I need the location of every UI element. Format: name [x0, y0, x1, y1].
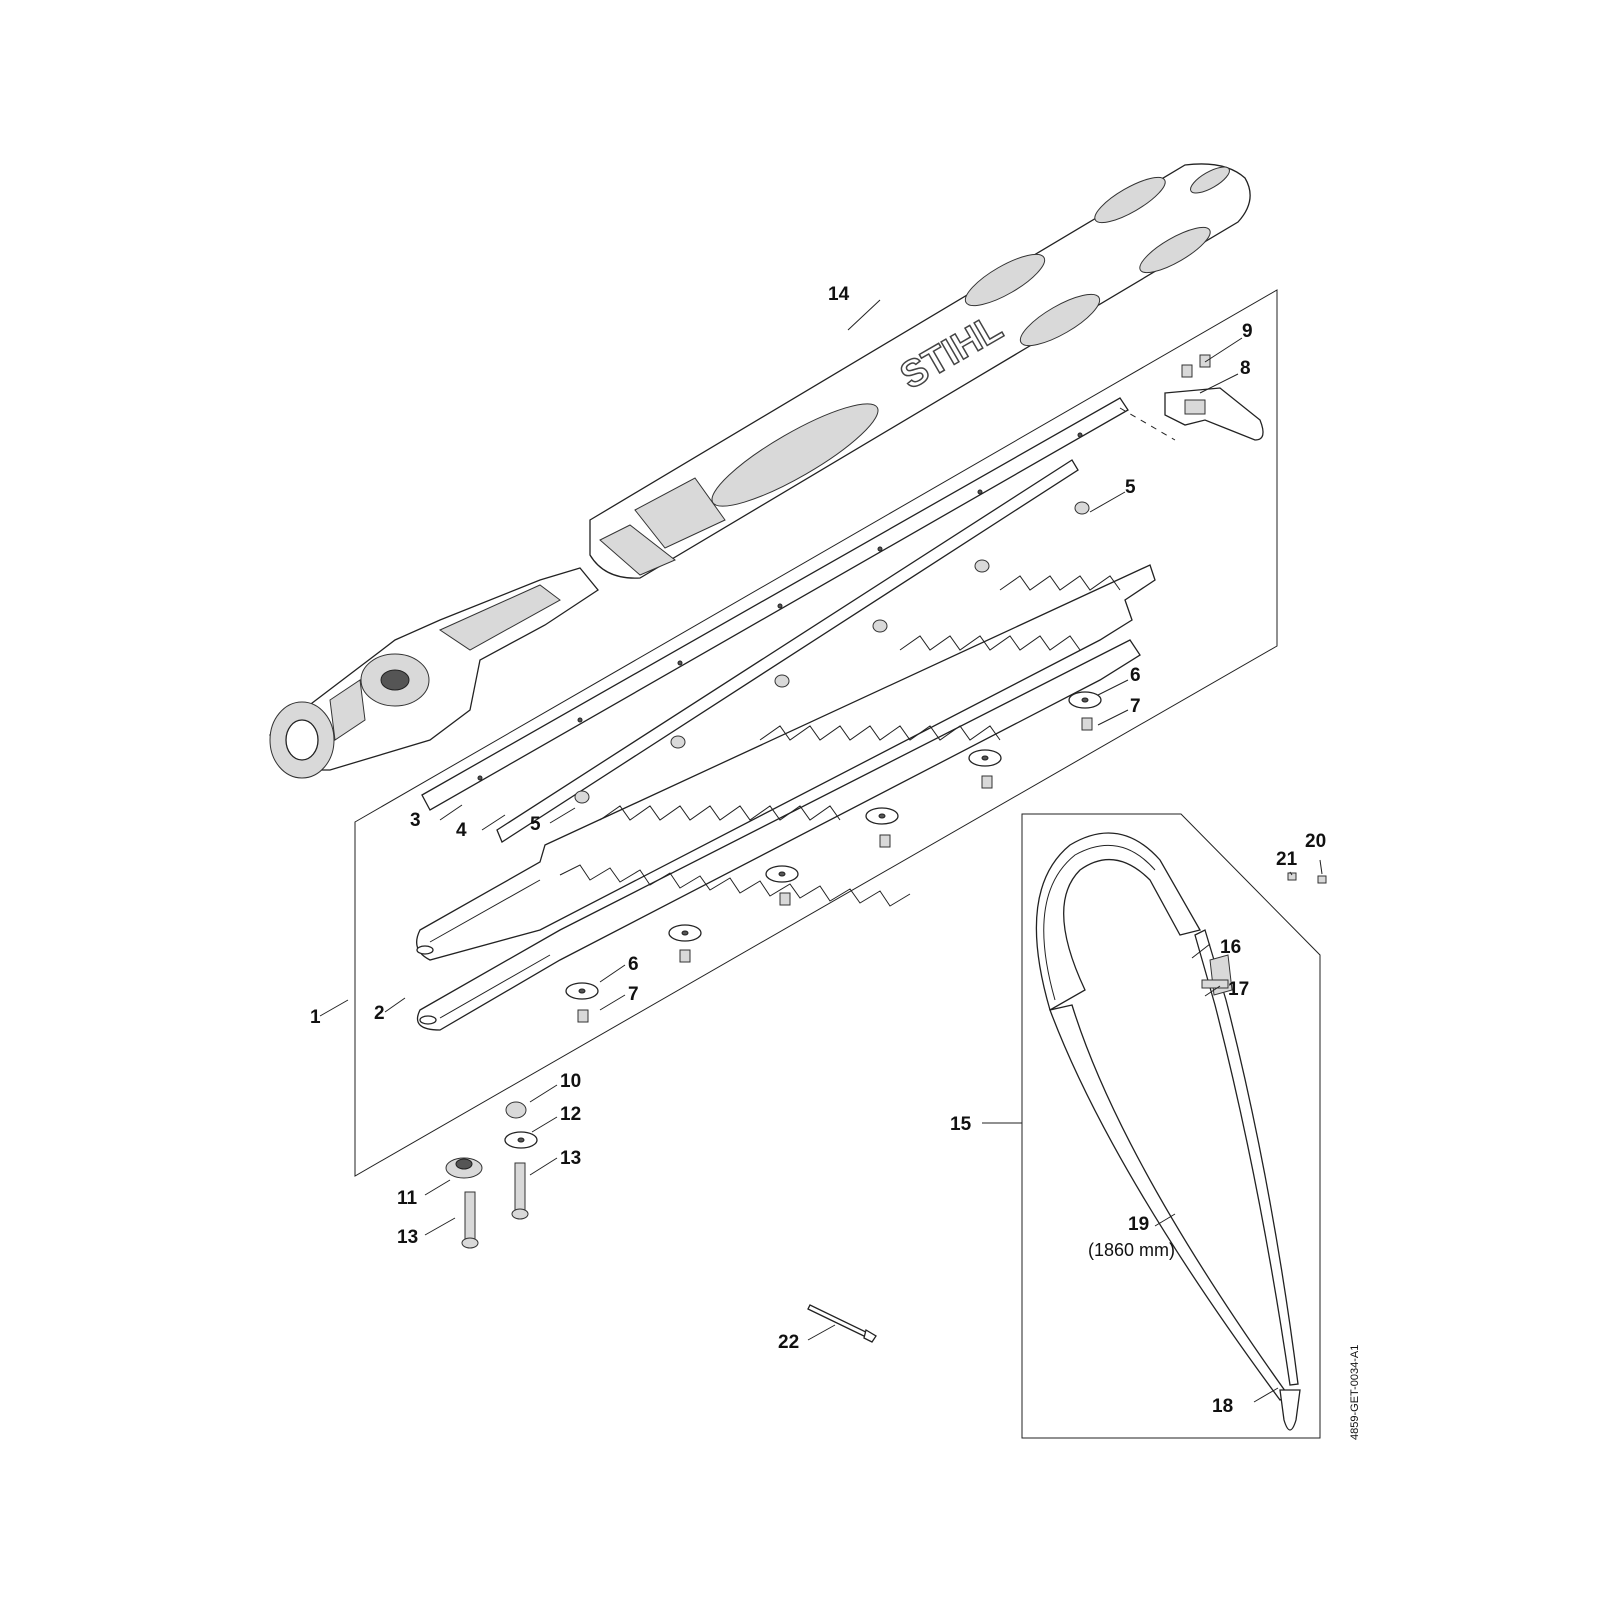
drawing-code: 4859-GET-0034-A1 — [1349, 1345, 1361, 1440]
label-part-13-left: 13 — [397, 1227, 418, 1248]
screws — [577, 717, 1093, 1023]
harness-strap — [1035, 832, 1301, 1431]
mounting-hardware — [445, 1101, 538, 1249]
bracket — [1164, 387, 1264, 441]
label-part-6-lower: 6 — [628, 954, 639, 975]
label-part-7-upper: 7 — [1130, 696, 1141, 717]
label-part-15: 15 — [950, 1114, 972, 1135]
label-part-22: 22 — [778, 1332, 799, 1353]
leader-lines — [319, 299, 1323, 1403]
label-part-2: 2 — [374, 1003, 385, 1024]
label-part-13-right: 13 — [560, 1148, 581, 1169]
label-part-10: 10 — [560, 1071, 581, 1092]
nuts — [574, 501, 1090, 804]
cutter-strip — [496, 459, 1079, 843]
label-part-20: 20 — [1305, 831, 1326, 852]
label-part-8: 8 — [1240, 358, 1251, 379]
label-part-1: 1 — [310, 1007, 321, 1028]
label-part-14: 14 — [828, 284, 850, 305]
label-part-7-lower: 7 — [628, 984, 639, 1005]
washers — [565, 691, 1102, 1000]
bracket-screws — [1181, 354, 1211, 378]
strap-length-note: (1860 mm) — [1088, 1240, 1175, 1260]
label-part-5-lower: 5 — [530, 814, 541, 835]
label-part-19: 19 — [1128, 1214, 1149, 1235]
label-part-3: 3 — [410, 810, 421, 831]
allen-key — [807, 1304, 877, 1343]
label-part-4: 4 — [456, 820, 467, 841]
cutter-assembly-frame — [354, 289, 1278, 1177]
gearbox-housing — [269, 567, 599, 779]
strap-assembly-frame — [1021, 813, 1321, 1439]
label-part-11: 11 — [397, 1188, 418, 1209]
label-part-9: 9 — [1242, 321, 1253, 342]
cutter-blades — [416, 564, 1156, 1031]
label-part-16: 16 — [1220, 937, 1241, 958]
label-part-5-upper: 5 — [1125, 477, 1136, 498]
label-part-6-upper: 6 — [1130, 665, 1141, 686]
label-part-18: 18 — [1212, 1396, 1233, 1417]
small-screws — [1287, 872, 1327, 884]
blade-guard: STIHL — [589, 163, 1251, 579]
label-part-21: 21 — [1276, 849, 1298, 870]
label-part-12: 12 — [560, 1104, 581, 1125]
gear-rail — [421, 397, 1129, 811]
label-part-17: 17 — [1228, 979, 1249, 1000]
